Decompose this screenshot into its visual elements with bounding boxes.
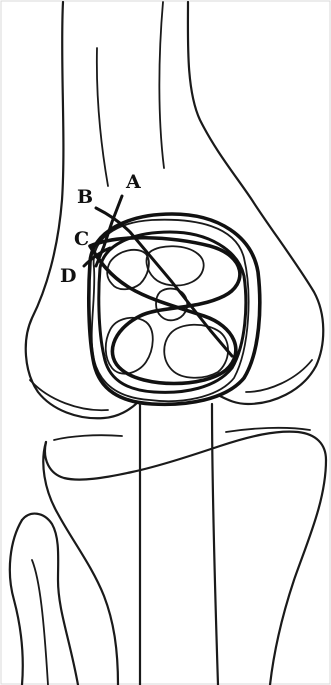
femur-inner-line-right xyxy=(159,2,164,168)
tibia-plateau xyxy=(45,432,326,480)
tibia-left-edge xyxy=(43,442,118,685)
fibula-inner-line xyxy=(32,560,48,685)
k-wire-a xyxy=(96,196,122,266)
tibia xyxy=(43,404,326,685)
fibula xyxy=(10,514,78,685)
tibia-plateau-inner xyxy=(54,435,122,440)
patella-fragment-top-right xyxy=(147,246,204,285)
patella-fragment-top-left xyxy=(107,250,149,289)
tibia-right-edge xyxy=(270,460,326,685)
fibula-left-edge xyxy=(10,520,23,685)
label-c: C xyxy=(74,228,89,250)
femur-left-edge xyxy=(26,2,138,418)
label-d: D xyxy=(60,265,76,287)
femur-condyle-right xyxy=(246,360,312,392)
label-a: A xyxy=(125,171,141,193)
femur xyxy=(26,2,324,418)
label-b: B xyxy=(77,186,93,208)
patella-fragment-bottom-right xyxy=(164,325,228,378)
fibula-outline xyxy=(22,514,78,685)
femur-inner-line-left xyxy=(97,48,108,186)
